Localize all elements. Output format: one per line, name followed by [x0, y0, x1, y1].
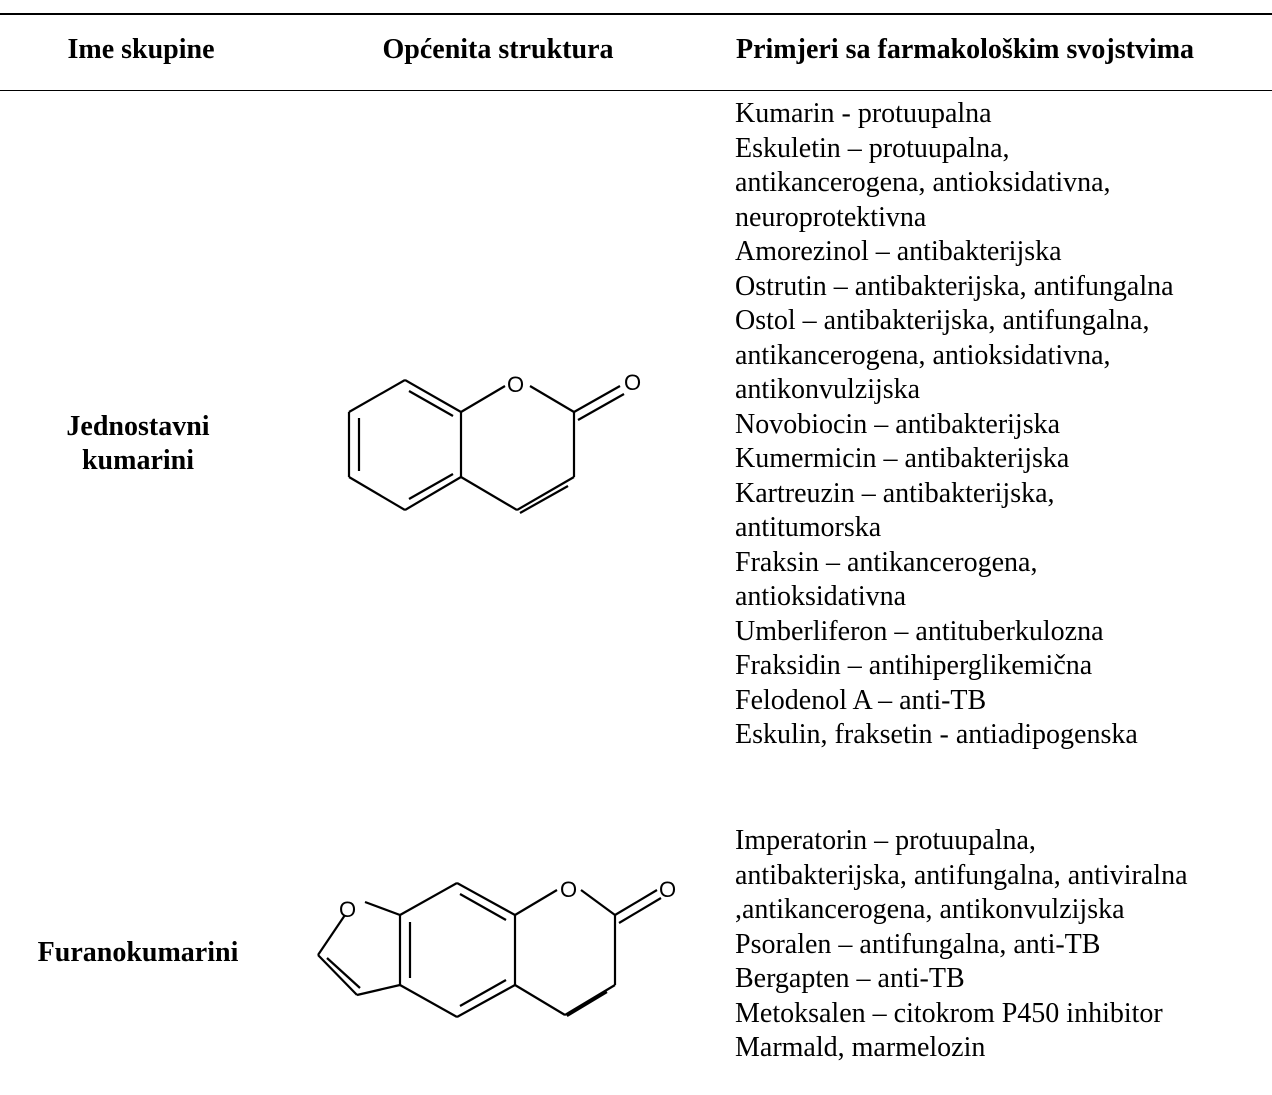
example-line: Imperatorin – protuupalna,	[735, 825, 1036, 856]
example-line: Marmald, marmelozin	[735, 1032, 986, 1063]
example-line: Umberliferon – antituberkulozna	[735, 615, 1104, 647]
example-line: Fraksin – antikancerogena,	[735, 546, 1038, 578]
example-line: antioksidativna	[735, 581, 907, 612]
example-line: Bergapten – anti-TB	[735, 963, 965, 994]
example-line: Kumermicin – antibakterijska	[735, 443, 1070, 474]
furan-oxygen-label: O	[339, 897, 356, 922]
header-examples: Primjeri sa farmakološkim svojstvima	[736, 34, 1195, 65]
example-line: Kartreuzin – antibakterijska,	[735, 477, 1055, 509]
ring-oxygen-label: O	[560, 877, 577, 902]
row-name-line: Furanokumarini	[37, 937, 239, 968]
header-general-structure: Općenita struktura	[382, 34, 614, 65]
furanocoumarin-structure: O O O	[317, 877, 676, 1018]
example-line: Fraksidin – antihiperglikemična	[735, 650, 1093, 681]
coumarin-structure: O O	[347, 370, 641, 514]
example-line: Amorezinol – antibakterijska	[735, 236, 1062, 267]
example-line: ,antikancerogena, antikonvulzijska	[735, 894, 1125, 925]
example-line: Novobiocin – antibakterijska	[735, 408, 1061, 440]
row-name-simple-coumarins: Jednostavni kumarini	[0, 410, 276, 478]
table-header-rule	[0, 90, 1272, 91]
table-top-rule	[0, 13, 1272, 15]
example-line: antikonvulzijska	[735, 374, 921, 405]
example-line: neuroprotektivna	[735, 201, 927, 233]
example-line: Ostol – antibakterijska, antifungalna,	[735, 305, 1150, 336]
row-name-line: Jednostavni	[66, 411, 210, 442]
example-line: antibakterijska, antifungalna, antiviral…	[735, 859, 1188, 891]
example-line: antikancerogena, antioksidativna,	[735, 339, 1111, 371]
example-line: antitumorska	[735, 512, 882, 543]
example-line: Psoralen – antifungalna, anti-TB	[735, 928, 1101, 960]
carbonyl-oxygen-label: O	[659, 877, 676, 902]
examples-simple-coumarins: Kumarin - protuupalna Eskuletin – protuu…	[735, 97, 1174, 753]
row-name-line: kumarini	[81, 445, 195, 476]
example-line: Kumarin - protuupalna	[735, 98, 992, 129]
ring-oxygen-label: O	[507, 372, 524, 397]
example-line: Metoksalen – citokrom P450 inhibitor	[735, 997, 1163, 1029]
example-line: Felodenol A – anti-TB	[735, 684, 987, 716]
carbonyl-oxygen-label: O	[624, 370, 641, 395]
example-line: Ostrutin – antibakterijska, antifungalna	[735, 270, 1174, 302]
example-line: Eskulin, fraksetin - antiadipogenska	[735, 719, 1138, 750]
example-line: antikancerogena, antioksidativna,	[735, 167, 1111, 198]
header-group-name: Ime skupine	[67, 34, 215, 65]
example-line: Eskuletin – protuupalna,	[735, 132, 1010, 164]
examples-furanocoumarins: Imperatorin – protuupalna, antibakterijs…	[735, 824, 1188, 1066]
row-name-furanocoumarins: Furanokumarini	[0, 936, 276, 970]
